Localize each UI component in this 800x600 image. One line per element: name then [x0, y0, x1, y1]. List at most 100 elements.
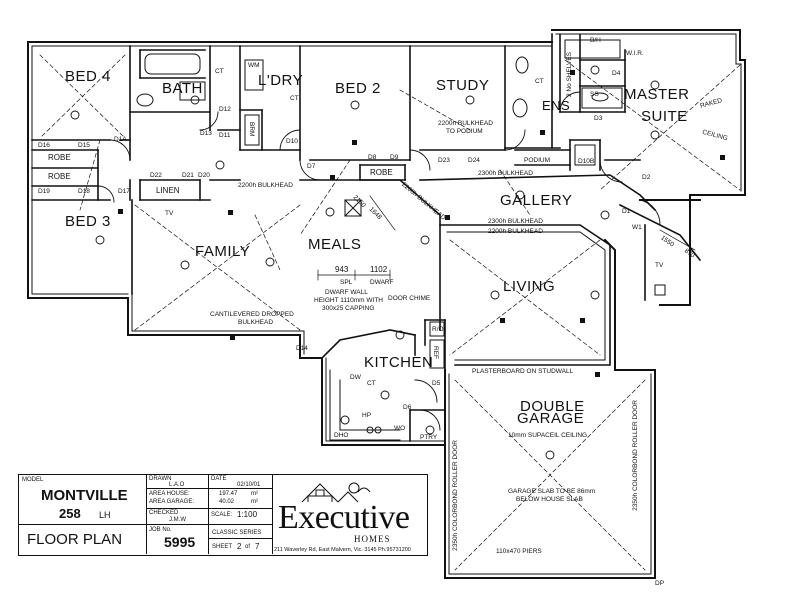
room-label-kitchen: KITCHEN — [364, 354, 434, 371]
ct-label: CT — [290, 95, 299, 102]
room-label-suite: SUITE — [641, 108, 688, 125]
tv-label: TV — [165, 210, 174, 217]
linen-label: LINEN — [156, 186, 180, 195]
door-tag: D10 — [286, 138, 298, 145]
dwarf-wall-note: DWARF WALL — [325, 289, 368, 296]
ct-label: CT — [535, 78, 544, 85]
cantilevered-note: CANTILEVERED DROPPED — [210, 311, 294, 318]
door-tag: D12 — [219, 106, 231, 113]
bulkhead-word: BULKHEAD — [238, 319, 274, 326]
sheet-of: of — [245, 544, 251, 550]
area-unit: m² — [251, 499, 258, 505]
room-label-bath: BATH — [162, 80, 203, 97]
power-points — [118, 70, 725, 377]
dwarf-capping-note: 300x25 CAPPING — [322, 305, 375, 312]
dim-1102: 1102 — [370, 265, 388, 274]
scale-label: SCALE: — [211, 512, 233, 518]
checked-by: J.M.W — [169, 517, 186, 523]
robe-label: ROBE — [48, 172, 71, 181]
door-tag: D15 — [78, 142, 90, 149]
room-label-bed4: BED 4 — [65, 68, 111, 85]
room-label-double: DOUBLE — [520, 398, 585, 415]
area-garage-label: AREA GARAGE: — [149, 499, 195, 505]
job-number: 5995 — [164, 534, 196, 550]
series-cell — [209, 525, 273, 539]
door-chime-note: DOOR CHIME — [388, 295, 431, 302]
piers-note: 110x470 PIERS — [496, 548, 542, 555]
scale-cell — [209, 509, 273, 525]
robe-label: ROBE — [48, 153, 71, 162]
robe-label: ROBE — [370, 168, 393, 177]
bulkhead-note: 2200h BULKHEAD — [438, 120, 493, 127]
plasterboard-note: PLASTERBOARD ON STUDWALL — [472, 368, 574, 375]
door-tag: D5 — [432, 380, 441, 387]
dim-943: 943 — [335, 265, 349, 274]
plan-type-cell — [19, 525, 147, 554]
wo-label: WO — [394, 425, 406, 432]
brand-name: Executive — [278, 499, 410, 536]
job-cell — [147, 525, 209, 554]
title-block: MODEL MONTVILLE 258 LH FLOOR PLAN DRAWN … — [18, 474, 428, 556]
model-cell — [19, 475, 147, 525]
podium-label: PODIUM — [524, 157, 550, 164]
bulkhead-note: 2300h BULKHEAD — [478, 170, 533, 177]
shelves-note: 2 No SHELVES — [566, 52, 573, 98]
door-tag: D23 — [438, 157, 450, 164]
ss-label: SS — [590, 91, 599, 98]
door-tag: D2 — [642, 174, 651, 181]
door-tag: D11 — [219, 132, 231, 139]
internal-walls — [31, 33, 702, 442]
dwarf-label: DWARF — [370, 279, 394, 286]
door-tag: D17 — [118, 188, 130, 195]
room-label-gallery: GALLERY — [500, 192, 573, 209]
door-swings — [97, 91, 661, 431]
dimension-lines — [317, 195, 696, 281]
job-label: JOB No. — [149, 527, 172, 533]
room-label-bed2: BED 2 — [335, 80, 381, 97]
area-cell — [147, 489, 209, 509]
model-name: MONTVILLE — [41, 487, 128, 504]
room-label-meals: MEALS — [308, 236, 362, 253]
light-fittings — [70, 65, 660, 460]
door-tag: D20 — [198, 172, 210, 179]
drawn-by: L.A.O — [169, 482, 185, 488]
tv-label: TV — [655, 262, 664, 269]
door-tag: D24 — [468, 157, 480, 164]
supaceil-note: 10mm SUPACEIL CEILING — [508, 432, 588, 439]
drawn-label: DRAWN — [149, 476, 172, 482]
sheet-label: SHEET — [212, 544, 233, 550]
door-tag: D19 — [38, 188, 50, 195]
bulkhead-note: 2200h BULKHEAD — [488, 228, 543, 235]
drawn-cell — [147, 475, 209, 489]
pantry-label: PTRY — [420, 434, 438, 441]
area-house-value: 197.47 — [219, 491, 238, 497]
plan-type: FLOOR PLAN — [27, 531, 123, 548]
room-label-study: STUDY — [436, 77, 490, 94]
podium-note: TO PODIUM — [446, 128, 483, 135]
dp-label: DP — [655, 580, 665, 587]
brand-address: 211 Waverley Rd, East Malvern, Vic. 3145… — [274, 547, 411, 553]
area-house-label: AREA HOUSE: — [149, 491, 190, 497]
room-label-family: FAMILY — [195, 243, 251, 260]
model-hand: LH — [99, 510, 111, 520]
scale-value: 1:100 — [237, 510, 258, 519]
house-icon — [301, 482, 371, 503]
door-tag: D1 — [622, 208, 631, 215]
checked-cell — [147, 509, 209, 525]
date-cell — [209, 475, 273, 489]
door-tag: D7 — [307, 163, 316, 170]
series-label: CLASSIC SERIES — [212, 530, 262, 536]
door-tag: D10B — [578, 158, 595, 165]
door-tag: D22 — [150, 172, 162, 179]
external-walls — [27, 29, 746, 579]
bh-label: B/H — [590, 37, 601, 44]
brand-sub: HOMES — [354, 534, 391, 544]
roller-door-right-note: 2350h COLORBOND ROLLER DOOR — [632, 400, 639, 511]
room-label-living: LIVING — [503, 278, 556, 295]
bulkhead-note: 2200h BULKHEAD — [238, 182, 293, 189]
date-value: 02/10/01 — [237, 482, 261, 488]
date-label: DATE — [211, 476, 227, 482]
wir-label: W.I.R. — [626, 50, 644, 57]
executive-homes-logo: Executive HOMES 211 Waverley Rd, East Ma… — [272, 474, 458, 556]
door-tag: D16 — [38, 142, 50, 149]
